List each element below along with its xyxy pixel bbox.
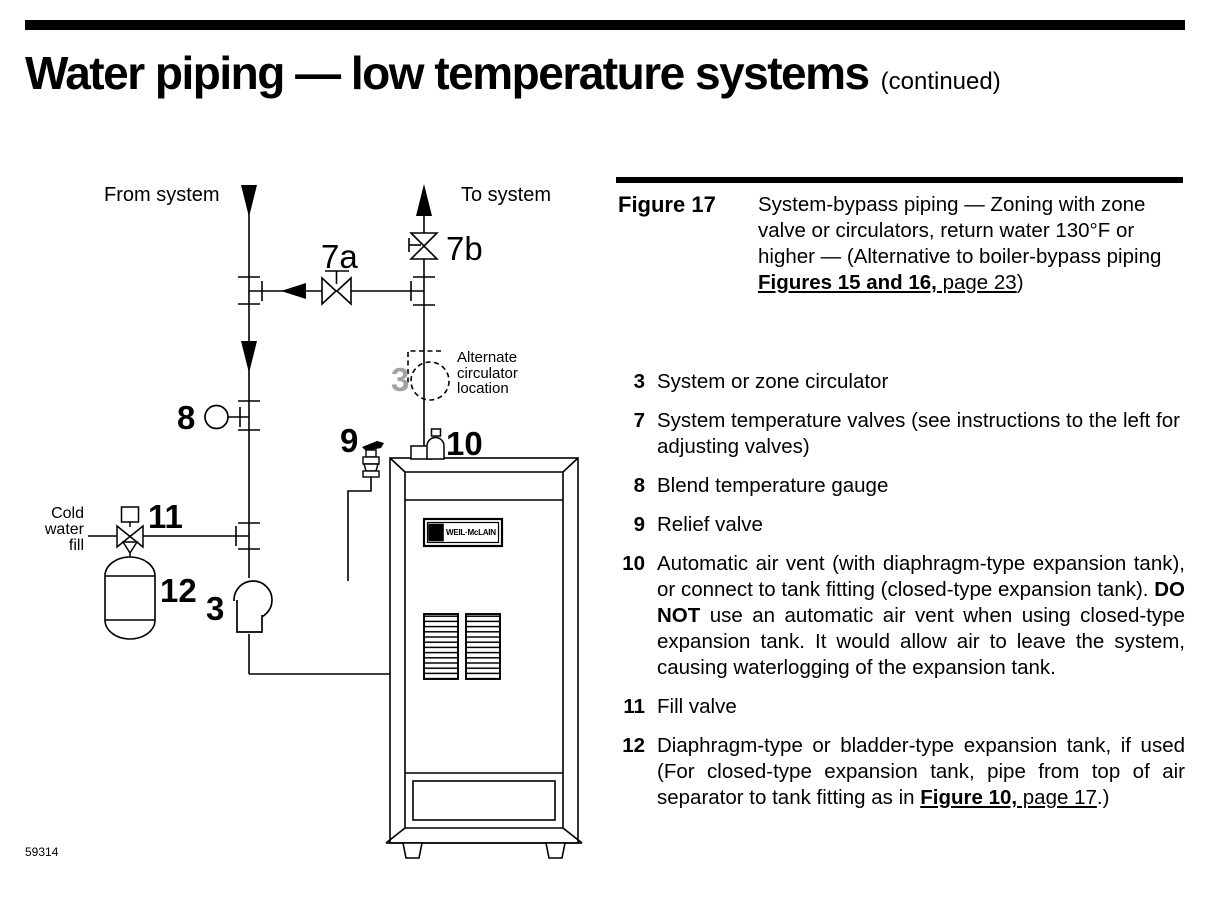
top-rule [25, 20, 1185, 30]
air-vent-icon [410, 428, 445, 460]
fill-valve-icon [116, 506, 144, 559]
flow-arrow-up-icon [416, 184, 432, 216]
boiler-logo-mark [428, 523, 444, 542]
alt-circulator-3-label: 3 [391, 361, 410, 398]
figure-caption: Figure 17 System-bypass piping — Zoning … [618, 192, 1188, 296]
figure-label: Figure 17 [618, 192, 716, 217]
legend-item-3: 3 System or zone circulator [633, 370, 889, 393]
air-vent-10-label: 10 [446, 425, 483, 462]
relief-discharge-pipe [347, 477, 372, 581]
gauge-8-label: 8 [177, 399, 196, 436]
circulator-3-label: 3 [206, 590, 225, 627]
flow-arrow-left-icon [281, 283, 306, 299]
valve-7a-label: 7a [321, 238, 358, 275]
pipe-union-ticks [235, 276, 435, 550]
from-system-label: From system [104, 184, 220, 206]
flow-arrows [241, 184, 432, 373]
page-17-link[interactable]: page 17 [1017, 786, 1097, 809]
fill-valve-11-label: 11 [148, 498, 183, 535]
flow-arrow-down2-icon [241, 341, 257, 373]
valve-7b-icon [408, 232, 439, 260]
boiler-foot-left [402, 842, 423, 859]
boiler-brand-label: WEIL·McLAIN [446, 527, 496, 537]
circulator-icon [233, 580, 273, 634]
boiler-logo-plate [422, 517, 504, 548]
blend-gauge-icon [204, 404, 229, 430]
page-title: Water piping — low temperature systems [25, 47, 870, 99]
page-title-row: Water piping — low temperature systems (c… [25, 46, 1001, 100]
relief-valve-icon [362, 441, 384, 478]
figure-10-link[interactable]: Figure 10, [920, 786, 1018, 809]
legend-list: 3 System or zone circulator 7 System tem… [612, 369, 1185, 824]
tank-12-label: 12 [160, 572, 197, 609]
legend-item-10: 10 Automatic air vent (with diaphragm-ty… [622, 552, 1185, 679]
alt-circulator-note: Alternate circulator location [457, 349, 518, 397]
flow-arrow-down-icon [241, 185, 257, 217]
cold-water-fill-label: Cold water fill [44, 505, 84, 554]
legend-item-7: 7 System temperature valves (see instruc… [633, 409, 1180, 458]
valve-7a-icon [321, 270, 352, 306]
boiler-foot-right [545, 842, 566, 859]
do-not-emphasis: DO NOT [657, 578, 1185, 627]
boiler-louvers [423, 613, 501, 680]
legend-item-8: 8 Blend temperature gauge [633, 474, 889, 497]
to-system-label: To system [461, 184, 552, 206]
piping-lines [88, 188, 425, 675]
figure-rule [616, 177, 1183, 183]
page-23-link[interactable]: page 23 [936, 271, 1017, 294]
valve-7b-label: 7b [446, 230, 483, 267]
legend-item-12: 12 Diaphragm-type or bladder-type expans… [622, 734, 1185, 809]
legend-item-11: 11 Fill valve [623, 695, 737, 718]
expansion-tank-icon [104, 556, 156, 640]
boiler [385, 457, 583, 859]
drawing-part-number: 59314 [25, 845, 59, 859]
page-title-suffix: (continued) [880, 68, 1001, 95]
legend-item-9: 9 Relief valve [633, 513, 763, 536]
figure-caption-text: System-bypass piping — Zoning with zone … [758, 193, 1162, 294]
relief-9-label: 9 [340, 422, 359, 459]
alternate-circulator-icon [407, 350, 450, 401]
figures-15-16-link[interactable]: Figures 15 and 16, [758, 271, 937, 294]
